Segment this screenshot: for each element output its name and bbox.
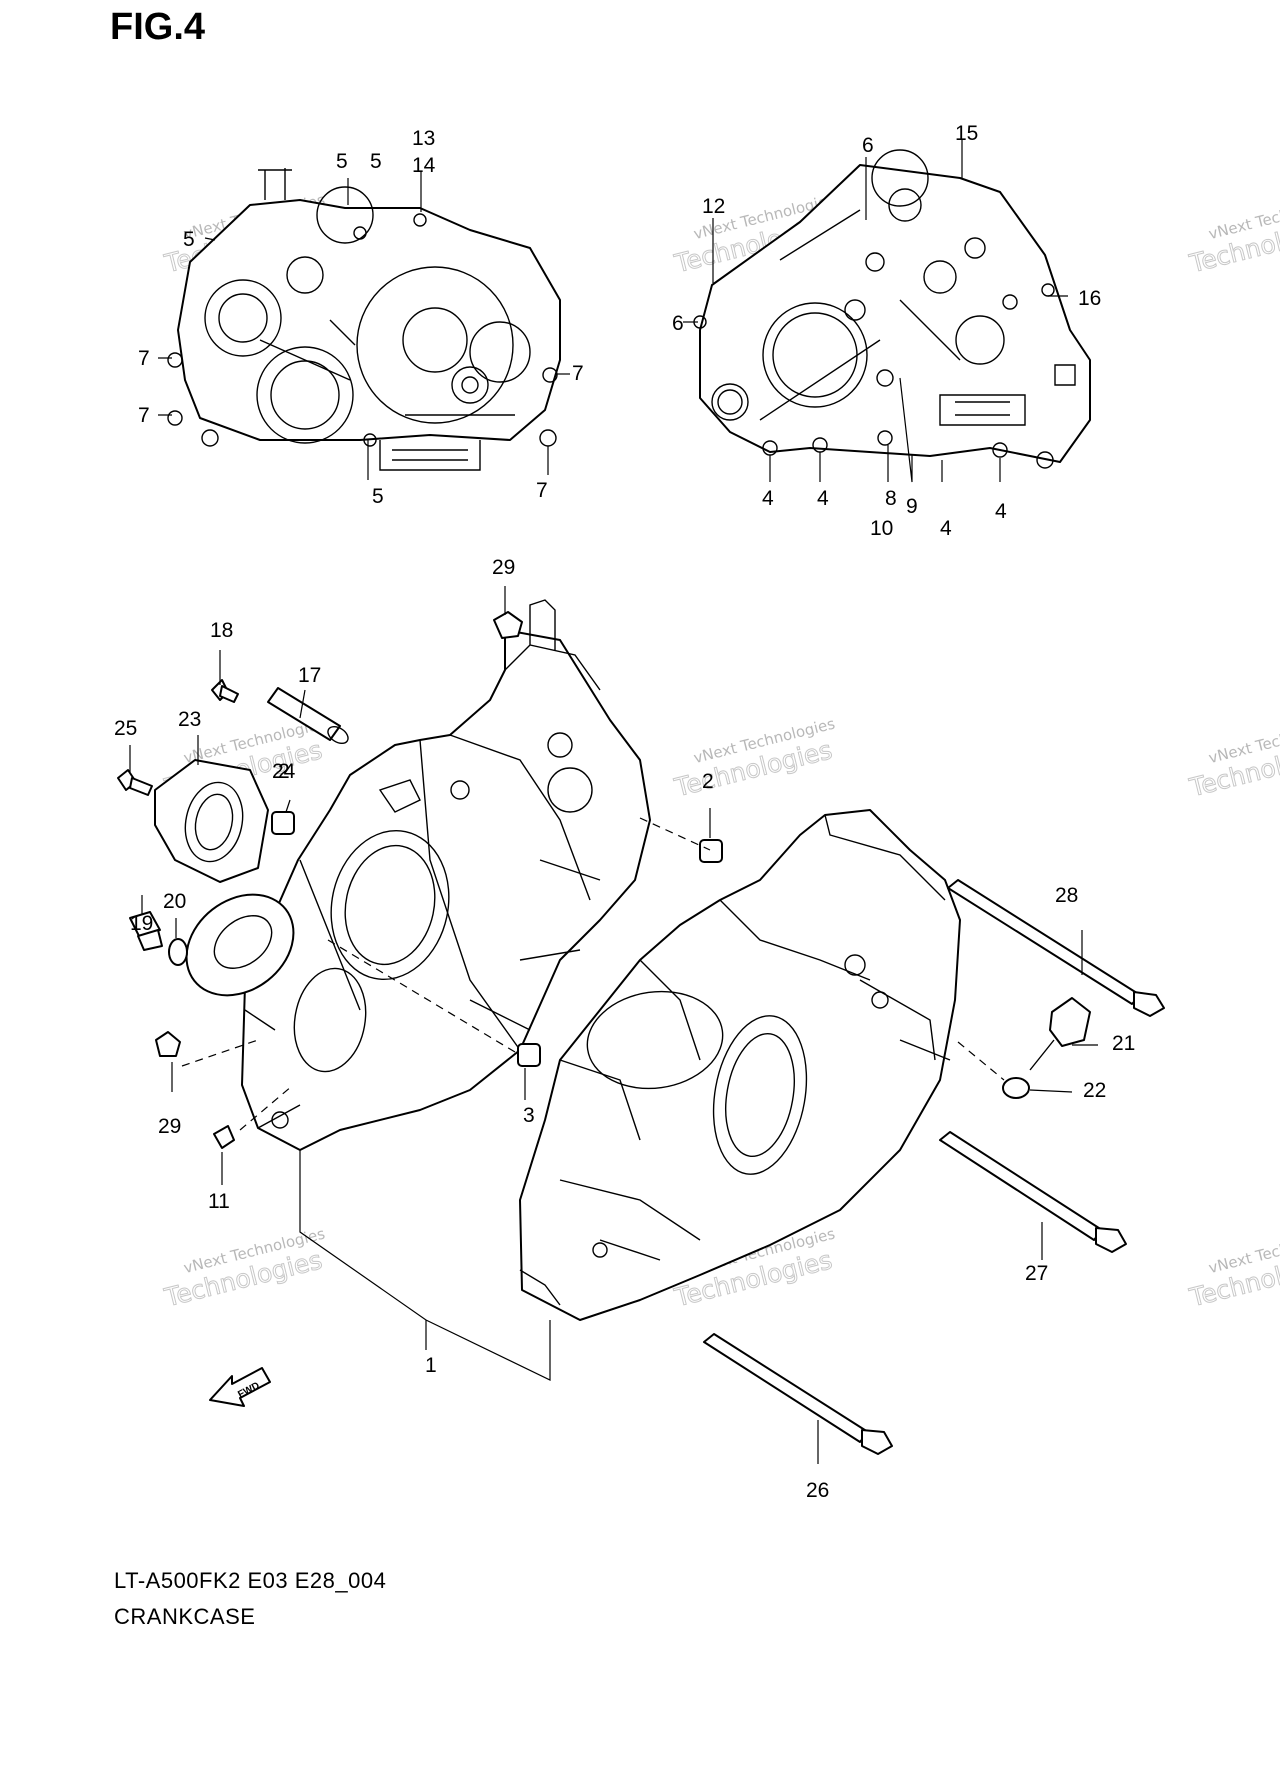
callout-11: 11 [208,1190,230,1213]
leader-lines [129,140,1098,1464]
callout-20: 20 [163,890,186,913]
bolt-28 [947,879,1165,1017]
callout-12: 12 [702,195,725,218]
o-ring-22 [1002,1077,1030,1099]
callout-16: 16 [1078,287,1101,310]
callout-4: 4 [940,517,952,540]
crankcase-left-exploded [241,599,651,1151]
callout-24: 24 [272,760,296,783]
callout-8: 8 [885,487,897,510]
figure-title: FIG.4 [110,6,206,48]
callout-23: 23 [178,708,201,731]
callout-25: 25 [114,717,137,740]
callout-4: 4 [817,487,829,510]
callout-22: 22 [1083,1079,1106,1102]
callout-6: 6 [862,134,874,157]
crankcase-left-half-view [167,168,561,471]
section-name: CRANKCASE [114,1604,256,1629]
callout-7: 7 [572,362,584,385]
callout-7: 7 [536,479,548,502]
callout-7: 7 [138,404,150,427]
callout-1: 1 [425,1354,437,1377]
callout-14: 14 [412,154,436,177]
plug-11 [213,1125,235,1149]
callout-4: 4 [995,500,1007,523]
callout-5: 5 [183,228,195,251]
dowel-pin-24 [271,811,295,835]
oil-pipe [267,687,349,745]
crankcase-right-exploded [519,809,961,1321]
bolt-18 [211,679,239,703]
bolt-25 [117,769,153,796]
callout-26: 26 [806,1479,829,1502]
callout-15: 15 [955,122,978,145]
dowel-pin-3 [517,1043,541,1067]
callout-29: 29 [158,1115,181,1138]
model-code: LT-A500FK2 E03 E28_004 [114,1568,387,1593]
dowel-pin-2 [699,839,723,863]
callout-10: 10 [870,517,893,540]
callout-4: 4 [762,487,774,510]
gasket-20 [168,938,188,966]
callout-27: 27 [1025,1262,1048,1285]
callout-21: 21 [1112,1032,1135,1055]
crankcase-right-half-view [693,149,1091,469]
callout-19: 19 [130,912,153,935]
drain-plug [129,911,163,951]
fwd-arrow-icon: FWD [209,1367,271,1407]
cap-29-top [493,611,523,639]
callout-28: 28 [1055,884,1078,907]
bolt-26 [703,1333,893,1455]
callout-7: 7 [138,347,150,370]
callout-2: 2 [278,760,290,783]
callout-9: 9 [906,495,918,518]
callout-5: 5 [336,150,348,173]
callout-3: 3 [523,1104,535,1127]
callout-6: 6 [672,312,684,335]
callout-29: 29 [492,556,515,579]
callout-17: 17 [298,664,321,687]
callout-5: 5 [372,485,384,508]
oil-seal [185,893,295,997]
bearing-retainer [154,759,269,883]
callout-5: 5 [370,150,382,173]
cap-29-bottom [155,1031,181,1057]
bolt-27 [939,1131,1127,1253]
callout-2: 2 [702,770,714,793]
callout-13: 13 [412,127,435,150]
callout-18: 18 [210,619,233,642]
oil-level-gauge [1029,997,1091,1071]
